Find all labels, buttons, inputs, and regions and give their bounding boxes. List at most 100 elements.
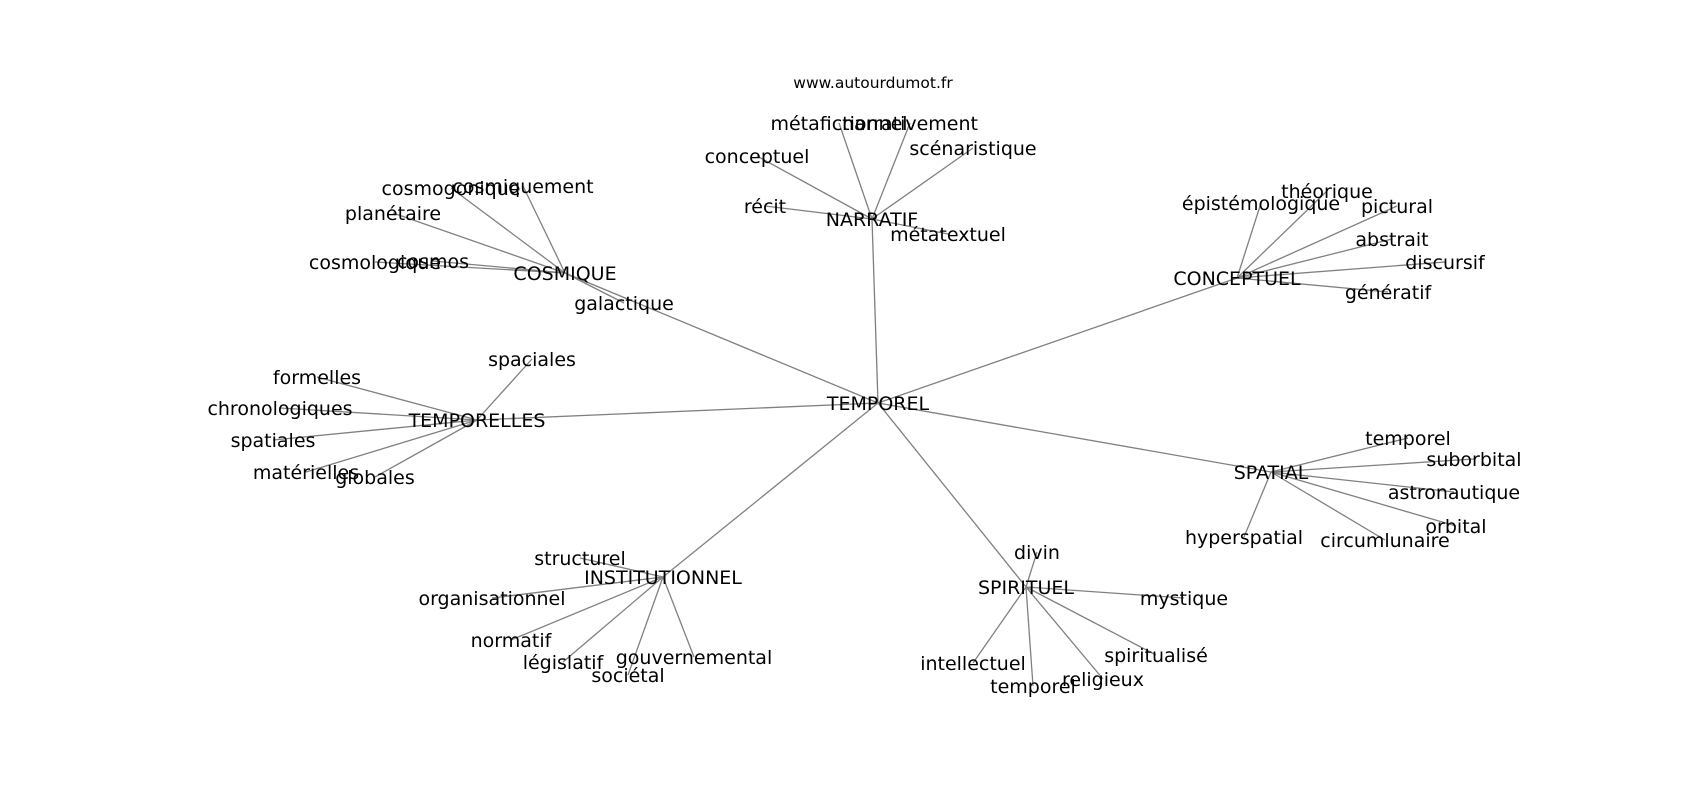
leaf-node-label: spiritualisé — [1104, 645, 1208, 667]
leaf-node-label: normatif — [471, 630, 553, 652]
leaf-node-label: sociétal — [591, 665, 664, 687]
edge-conceptuel-leaf — [1236, 205, 1398, 279]
leaf-node-label: législatif — [523, 652, 605, 674]
edge-spatial-leaf — [1243, 471, 1272, 538]
leaf-node-label: suborbital — [1426, 449, 1521, 471]
edge-conceptuel-leaf — [1236, 238, 1393, 279]
leaf-node-label: récit — [744, 196, 786, 218]
edge-spatial-leaf — [1270, 437, 1409, 473]
edge-temporelles-leaf — [476, 358, 533, 421]
edge-narratif-leaf — [871, 218, 949, 235]
edge-temporelles-leaf — [374, 419, 478, 478]
leaf-node-label: globales — [335, 467, 415, 489]
leaf-node-label: narrativement — [842, 113, 978, 135]
site-credit: www.autourdumot.fr — [793, 74, 953, 92]
edge-center-cosmique — [564, 272, 879, 404]
edge-narratif-leaf — [871, 122, 911, 220]
edge-conceptuel-leaf — [1236, 202, 1262, 279]
leaf-node-label: divin — [1014, 542, 1060, 564]
leaf-node-label: mystique — [1140, 588, 1228, 610]
leaf-node-label: intellectuel — [920, 653, 1026, 675]
leaf-node-label: temporel — [990, 676, 1076, 698]
edge-cosmique-leaf — [450, 187, 566, 274]
edge-conceptuel-leaf — [1236, 261, 1446, 279]
edge-layer — [272, 122, 1475, 687]
leaf-node-label: abstrait — [1355, 229, 1428, 251]
edge-spirituel-leaf — [1025, 586, 1157, 656]
edge-spirituel-leaf — [1025, 551, 1038, 588]
edge-spirituel-leaf — [972, 586, 1027, 664]
edge-conceptuel-leaf — [1236, 190, 1328, 279]
leaf-node-label: organisationnel — [418, 588, 565, 610]
hub-node-conceptuel: CONCEPTUEL — [1173, 268, 1301, 290]
leaf-node-label: conceptuel — [705, 146, 810, 168]
leaf-node-label: astronautique — [1388, 482, 1520, 504]
leaf-node-label: métafictionnel — [770, 113, 907, 135]
edge-institutionnel-leaf — [579, 557, 664, 578]
edge-spirituel-leaf — [1025, 586, 1104, 680]
edge-institutionnel-leaf — [510, 576, 664, 641]
edge-conceptuel-leaf — [1236, 277, 1389, 293]
edge-center-conceptuel — [877, 277, 1238, 404]
edge-temporelles-leaf — [305, 419, 478, 473]
edge-narratif-leaf — [871, 147, 974, 220]
leaf-node-label: chronologiques — [207, 398, 352, 420]
leaf-node-label: matérielles — [253, 462, 359, 484]
edge-institutionnel-leaf — [491, 576, 664, 599]
leaf-node-label: structurel — [534, 548, 626, 570]
leaf-node-label: temporel — [1365, 428, 1451, 450]
edge-institutionnel-leaf — [662, 576, 695, 658]
leaf-node-label: spaciales — [488, 349, 576, 371]
edge-cosmique-leaf — [522, 185, 566, 274]
leaf-node-label: hyperspatial — [1185, 527, 1303, 549]
edge-temporelles-leaf — [279, 407, 478, 421]
leaf-node-label: scénaristique — [909, 138, 1036, 160]
center-node-label: TEMPOREL — [826, 393, 930, 415]
hub-node-spirituel: SPIRITUEL — [978, 577, 1074, 599]
edge-institutionnel-leaf — [562, 576, 664, 663]
edge-cosmique-leaf — [392, 212, 566, 274]
edge-narratif-leaf — [838, 122, 873, 220]
leaf-node-label: cosmogonique — [382, 178, 521, 200]
hub-node-temporelles: TEMPORELLES — [408, 410, 546, 432]
edge-temporelles-leaf — [272, 419, 478, 441]
edge-spatial-leaf — [1270, 471, 1386, 541]
edge-spirituel-leaf — [1025, 586, 1034, 687]
leaf-node-label: cosmos — [397, 251, 469, 273]
edge-center-institutionnel — [662, 402, 879, 578]
edge-cosmique-leaf — [374, 261, 566, 274]
edge-center-narratif — [871, 218, 879, 404]
hub-node-spatial: SPATIAL — [1234, 462, 1309, 484]
leaf-node-label: religieux — [1062, 669, 1144, 691]
edge-cosmique-leaf — [432, 260, 566, 274]
leaf-node-label: circumlunaire — [1320, 530, 1449, 552]
leaf-node-label: formelles — [273, 367, 361, 389]
leaf-node-label: gouvernemental — [616, 647, 772, 669]
leaf-node-label: pictural — [1361, 196, 1433, 218]
edge-spatial-leaf — [1270, 471, 1455, 493]
edge-narratif-leaf — [756, 155, 873, 220]
hub-node-cosmique: COSMIQUE — [513, 263, 616, 285]
edge-spatial-leaf — [1270, 471, 1457, 527]
edge-institutionnel-leaf — [627, 576, 664, 676]
leaf-node-label: discursif — [1405, 252, 1486, 274]
leaf-node-label: cosmiquement — [452, 176, 593, 198]
hub-node-institutionnel: INSTITUTIONNEL — [584, 567, 742, 589]
edge-narratif-leaf — [764, 205, 873, 220]
edge-spatial-leaf — [1270, 458, 1475, 473]
hub-node-narratif: NARRATIF — [826, 209, 919, 231]
leaf-node-label: théorique — [1281, 181, 1373, 203]
leaf-node-label: métatextuel — [890, 224, 1006, 246]
leaf-node-label: génératif — [1345, 282, 1433, 304]
leaf-node-label: spatiales — [231, 430, 316, 452]
edge-cosmique-leaf — [564, 272, 625, 304]
edge-center-spatial — [877, 402, 1272, 473]
edge-spirituel-leaf — [1025, 586, 1185, 599]
edge-center-spirituel — [877, 402, 1027, 588]
leaf-node-label: cosmologique — [309, 252, 441, 274]
leaf-node-label: épistémologique — [1182, 193, 1340, 215]
label-layer: www.autourdumot.fr TEMPOREL NARRATIF métaf… — [207, 74, 1521, 698]
leaf-node-label: galactique — [574, 293, 674, 315]
leaf-node-label: orbital — [1425, 516, 1486, 538]
